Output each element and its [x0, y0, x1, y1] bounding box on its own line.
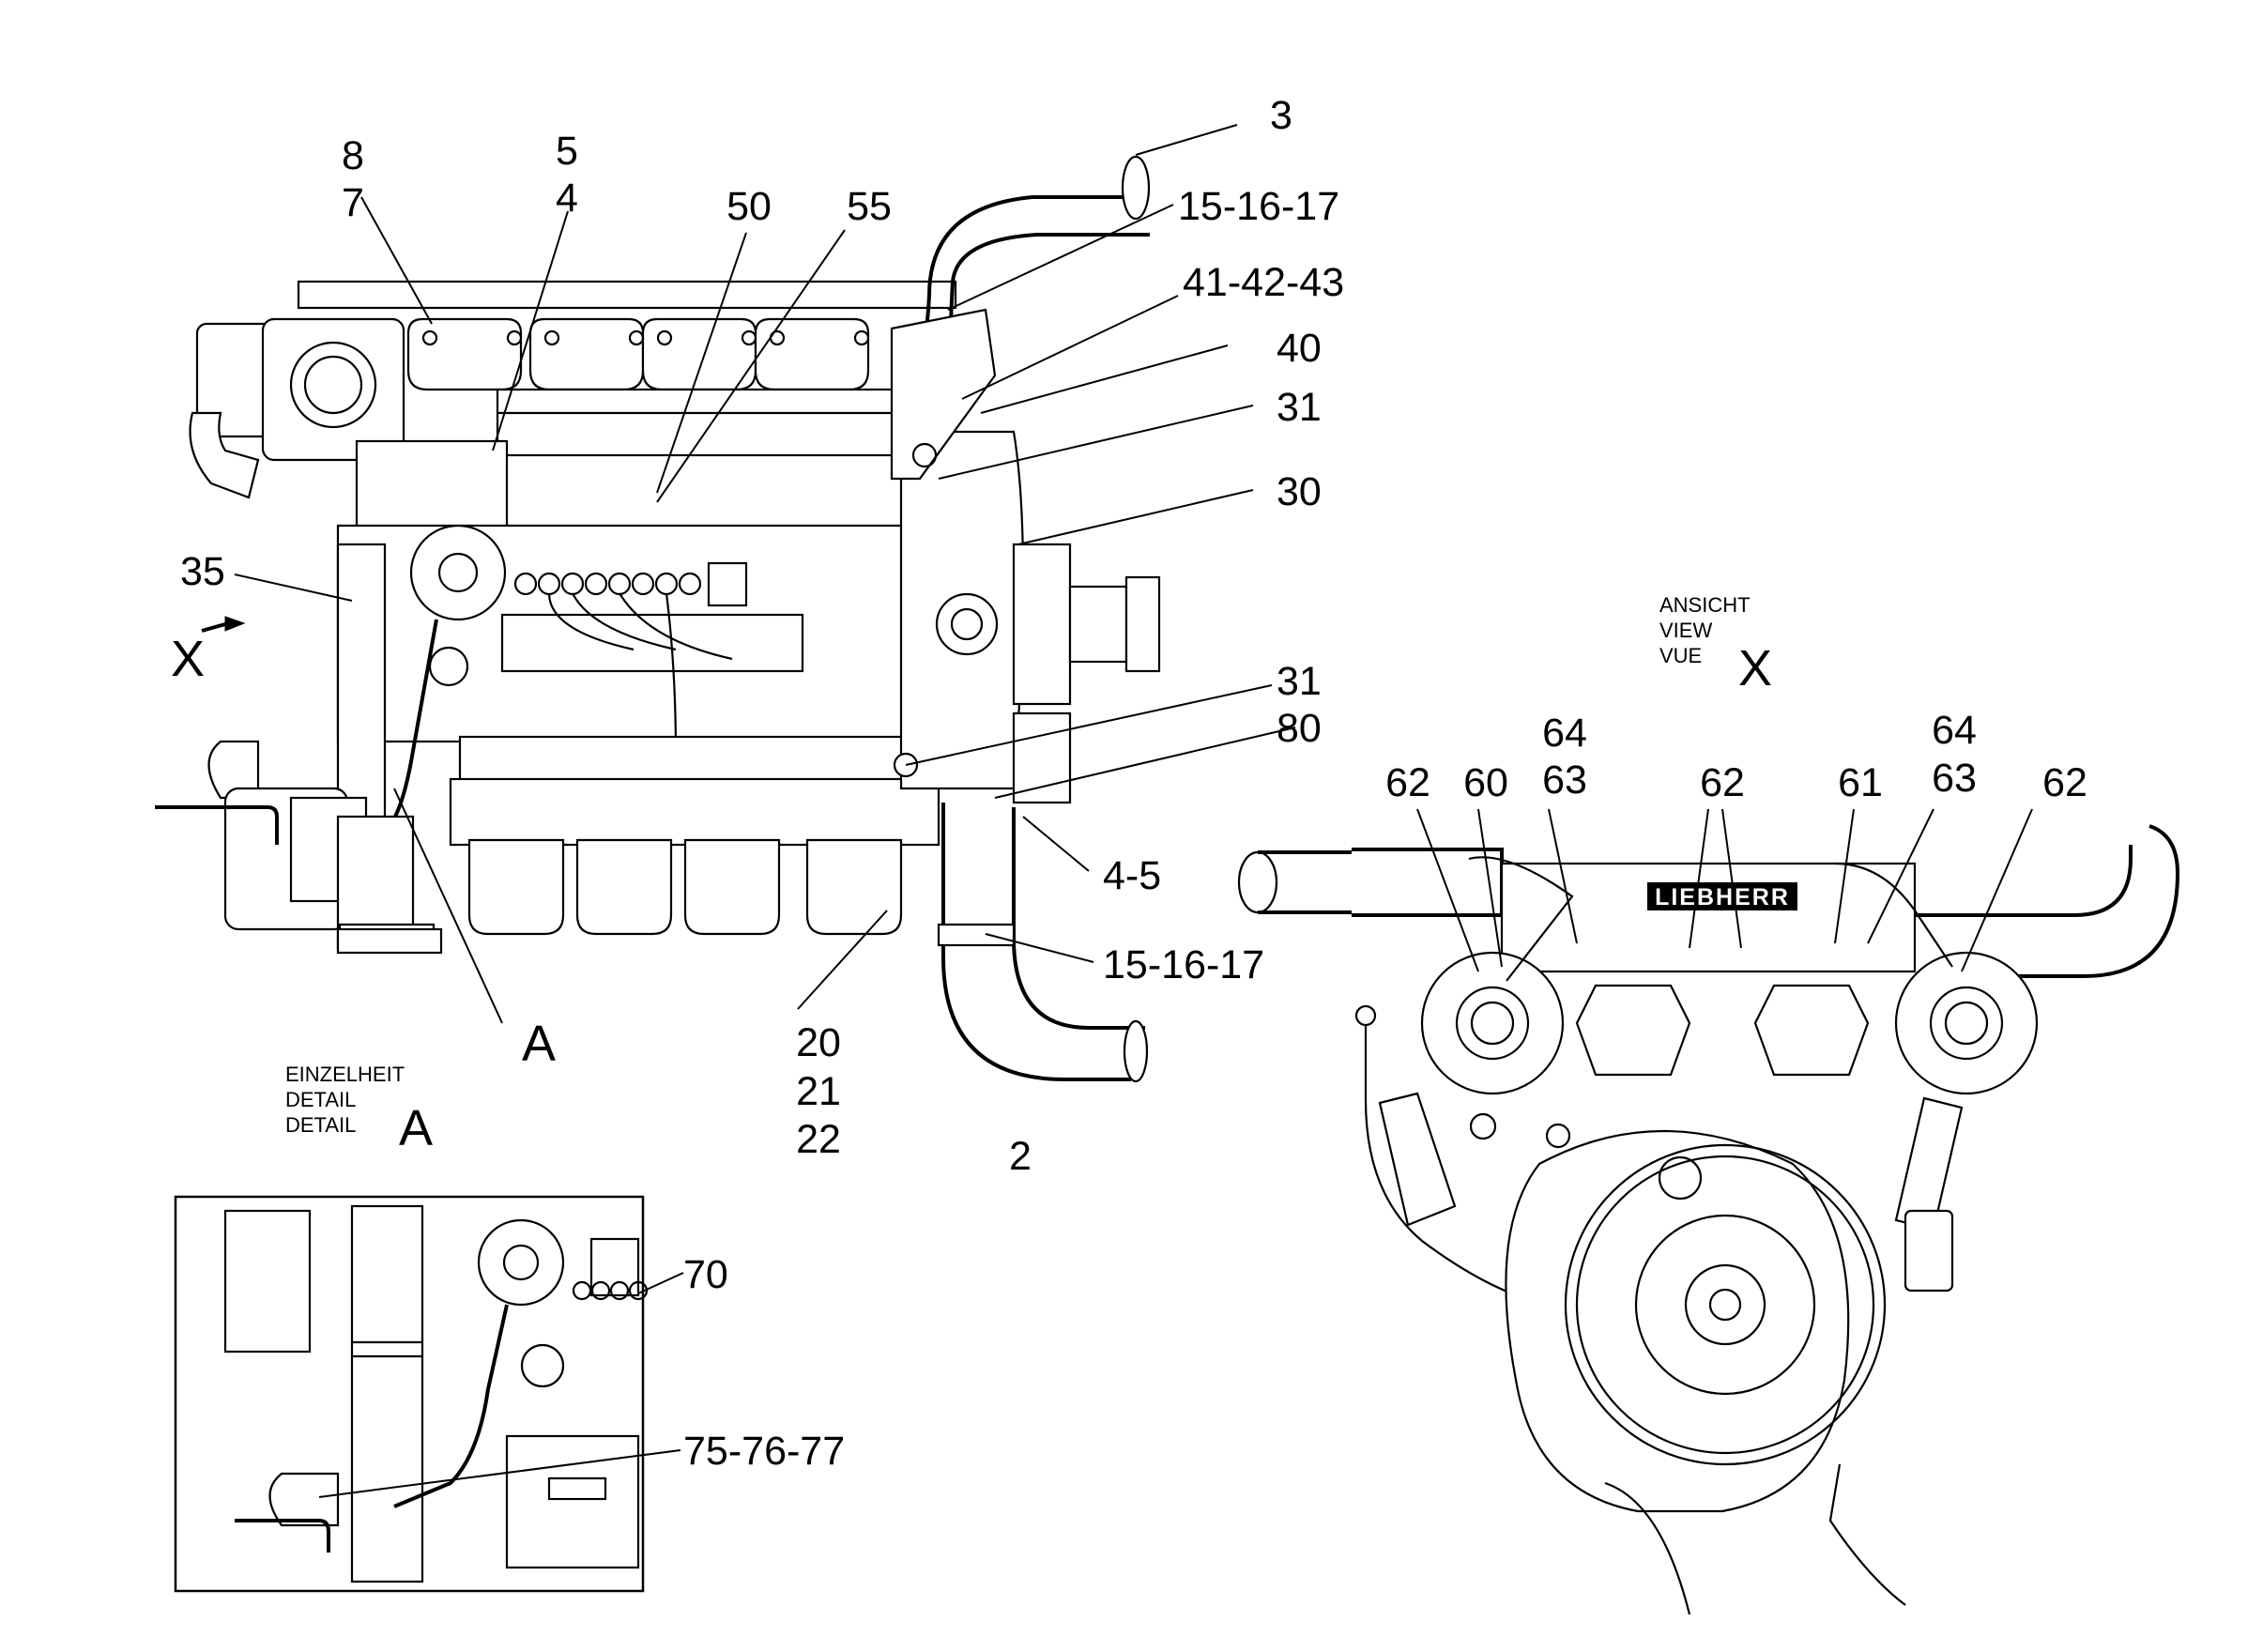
detail-a-letter: A — [399, 1100, 433, 1156]
callout-64-b: 64 — [1932, 708, 1977, 753]
callout-60: 60 — [1463, 760, 1508, 805]
detail-a-inset — [174, 1195, 649, 1593]
callout-30: 30 — [1277, 469, 1322, 514]
view-x-line1: ANSICHT — [1659, 593, 1751, 617]
callout-2: 2 — [1009, 1134, 1032, 1179]
callout-62-a: 62 — [1385, 760, 1430, 805]
callout-55: 55 — [847, 184, 892, 229]
callout-50: 50 — [726, 184, 772, 229]
callout-21: 21 — [796, 1069, 841, 1114]
detail-a-line1: EINZELHEIT — [285, 1063, 405, 1086]
callout-5: 5 — [556, 129, 578, 174]
callout-75-76-77: 75-76-77 — [683, 1429, 845, 1474]
callout-64-a: 64 — [1542, 711, 1587, 756]
view-x-line2: VIEW — [1659, 619, 1712, 642]
callout-61: 61 — [1838, 760, 1883, 805]
callout-63-b: 63 — [1932, 756, 1977, 801]
callout-20: 20 — [796, 1020, 841, 1065]
callout-31-mid: 31 — [1277, 659, 1322, 704]
turbo-lower — [155, 740, 436, 950]
turbo-upper — [189, 317, 509, 532]
injector-nozzles — [500, 561, 804, 754]
callout-7: 7 — [342, 180, 364, 225]
upper-head-covers — [406, 317, 870, 391]
callout-labels: 3 8 7 5 4 50 55 15-16-17 41-42-43 40 31 … — [180, 93, 2087, 1474]
detail-a-line3: DETAIL — [285, 1113, 356, 1137]
callout-62-c: 62 — [2042, 760, 2087, 805]
detail-a-line2: DETAIL — [285, 1088, 356, 1111]
view-arrow-letter: X — [171, 631, 205, 687]
callout-70: 70 — [683, 1252, 728, 1297]
callout-4-5: 4-5 — [1103, 853, 1161, 898]
view-x-line3: VUE — [1659, 644, 1702, 667]
callout-62-b: 62 — [1700, 760, 1745, 805]
leader-lines — [234, 124, 2033, 1498]
callout-22: 22 — [796, 1117, 841, 1162]
callout-15-16-17-top: 15-16-17 — [1178, 184, 1339, 229]
callout-8: 8 — [342, 133, 364, 178]
callout-41-42-43: 41-42-43 — [1183, 260, 1344, 305]
callout-63-a: 63 — [1542, 757, 1587, 803]
callout-40: 40 — [1277, 326, 1322, 371]
callout-A: A — [522, 1016, 556, 1072]
engine-side-view — [155, 155, 1161, 1083]
callout-35: 35 — [180, 549, 225, 594]
callout-3: 3 — [1270, 93, 1292, 138]
callout-4: 4 — [556, 176, 578, 221]
brand-logo-text: LIEBHERR — [1655, 884, 1790, 910]
detail-a-label: EINZELHEIT DETAIL DETAIL A — [285, 1063, 433, 1156]
view-x-label: ANSICHT VIEW VUE X — [1659, 593, 1772, 696]
view-x-letter: X — [1738, 640, 1772, 696]
view-x-drawing: LIEBHERR — [1237, 824, 2180, 1615]
callout-15-16-17-bot: 15-16-17 — [1103, 942, 1264, 987]
lower-head-covers — [467, 838, 903, 936]
callout-80: 80 — [1277, 706, 1322, 751]
callout-31-top: 31 — [1277, 385, 1322, 430]
